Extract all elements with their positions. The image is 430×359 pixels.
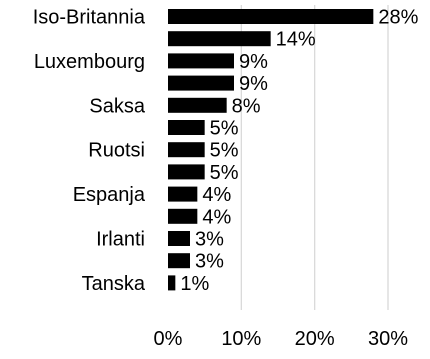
bar-2 xyxy=(168,53,234,69)
data-label-0: 28% xyxy=(378,7,418,29)
category-label-10: Irlanti xyxy=(96,229,145,251)
category-label-0: Iso-Britannia xyxy=(33,7,146,29)
category-label-4: Saksa xyxy=(89,95,145,117)
category-label-8: Espanja xyxy=(73,184,146,206)
bar-1 xyxy=(168,31,271,47)
data-label-10: 3% xyxy=(195,229,224,251)
data-label-5: 5% xyxy=(210,118,239,140)
bar-7 xyxy=(168,164,205,180)
data-label-8: 4% xyxy=(202,184,231,206)
bar-0 xyxy=(168,9,374,24)
bar-9 xyxy=(168,208,198,224)
data-label-4: 8% xyxy=(232,95,261,117)
x-tick-label-3: 30% xyxy=(368,328,408,350)
data-label-12: 1% xyxy=(180,273,209,295)
data-label-7: 5% xyxy=(210,162,239,184)
bar-12 xyxy=(168,275,176,291)
category-label-6: Ruotsi xyxy=(88,140,145,162)
bar-3 xyxy=(168,75,234,91)
data-label-1: 14% xyxy=(276,29,316,51)
bar-5 xyxy=(168,120,205,135)
data-label-2: 9% xyxy=(239,51,268,73)
bars-layer xyxy=(168,9,374,291)
bar-10 xyxy=(168,231,190,246)
category-label-2: Luxembourg xyxy=(34,51,145,73)
labels-layer: 28%Iso-Britannia14%9%Luxembourg9%8%Saksa… xyxy=(33,7,419,295)
bar-11 xyxy=(168,253,190,269)
data-label-6: 5% xyxy=(210,140,239,162)
grid-layer xyxy=(240,5,389,310)
bar-4 xyxy=(168,97,227,113)
data-label-3: 9% xyxy=(239,73,268,95)
data-label-9: 4% xyxy=(202,206,231,228)
x-tick-label-1: 10% xyxy=(221,328,261,350)
axis-layer: 0% 10% 20% 30% xyxy=(154,328,409,350)
bar-6 xyxy=(168,142,205,158)
category-label-12: Tanska xyxy=(82,273,146,295)
data-label-11: 3% xyxy=(195,251,224,273)
x-tick-label-2: 20% xyxy=(295,328,335,350)
bar-8 xyxy=(168,186,198,202)
x-tick-label-0: 0% xyxy=(154,328,183,350)
